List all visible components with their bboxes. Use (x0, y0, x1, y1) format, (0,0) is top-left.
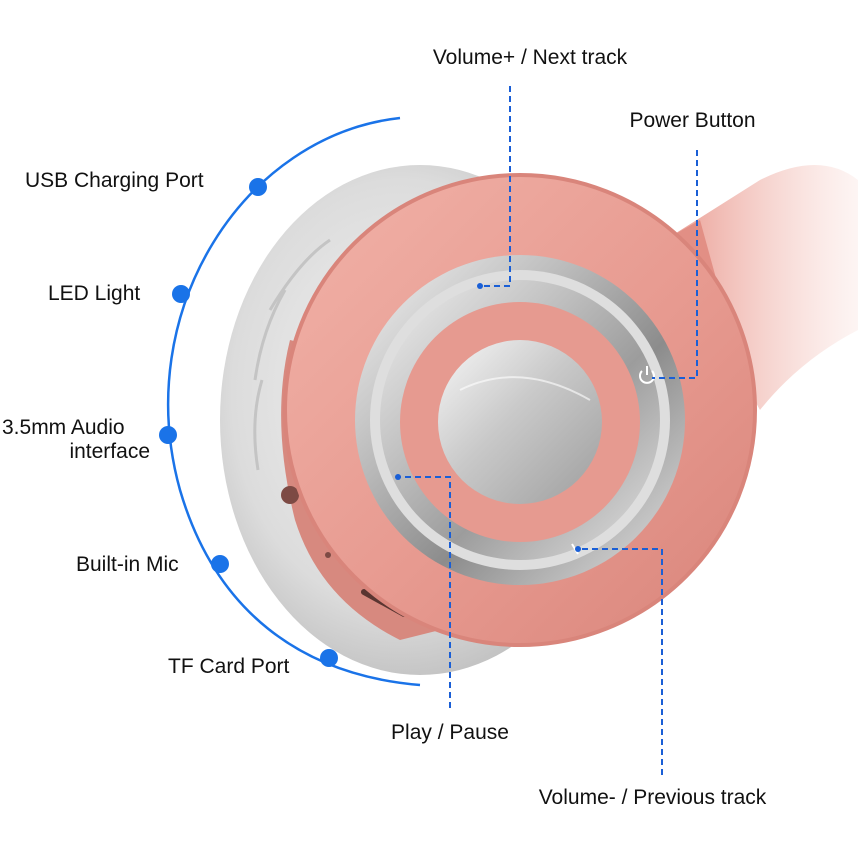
volume-down-leader (580, 548, 663, 775)
power-icon[interactable] (639, 366, 655, 384)
volume-up-leader (482, 86, 511, 287)
volume-up-label: Volume+ / Next track (432, 46, 628, 69)
led-callout-dot (172, 285, 190, 303)
usb-callout-dot (249, 178, 267, 196)
volume-down-point (575, 546, 581, 552)
volume-down-label: Volume- / Previous track (538, 786, 767, 809)
volume-up-point (477, 283, 483, 289)
led-light-label: LED Light (48, 282, 141, 305)
audio-interface-label-line1: 3.5mm Audio (2, 416, 125, 439)
tf-card-port-label: TF Card Port (168, 655, 290, 678)
usb-charging-port-label: USB Charging Port (25, 169, 204, 192)
play-leader (400, 476, 451, 708)
power-leader (652, 150, 698, 379)
tf-callout-dot (320, 649, 338, 667)
play-pause-label: Play / Pause (391, 721, 509, 744)
center-disc (400, 302, 640, 542)
play-point (395, 474, 401, 480)
audio-interface-label-line2: interface (69, 440, 150, 463)
callout-arc (166, 116, 421, 687)
audio-callout-dot (159, 426, 177, 444)
mic-callout-dot (211, 555, 229, 573)
audio-jack (281, 486, 299, 504)
power-button-label: Power Button (629, 109, 756, 132)
mic-hole (325, 552, 331, 558)
built-in-mic-label: Built-in Mic (76, 553, 179, 576)
